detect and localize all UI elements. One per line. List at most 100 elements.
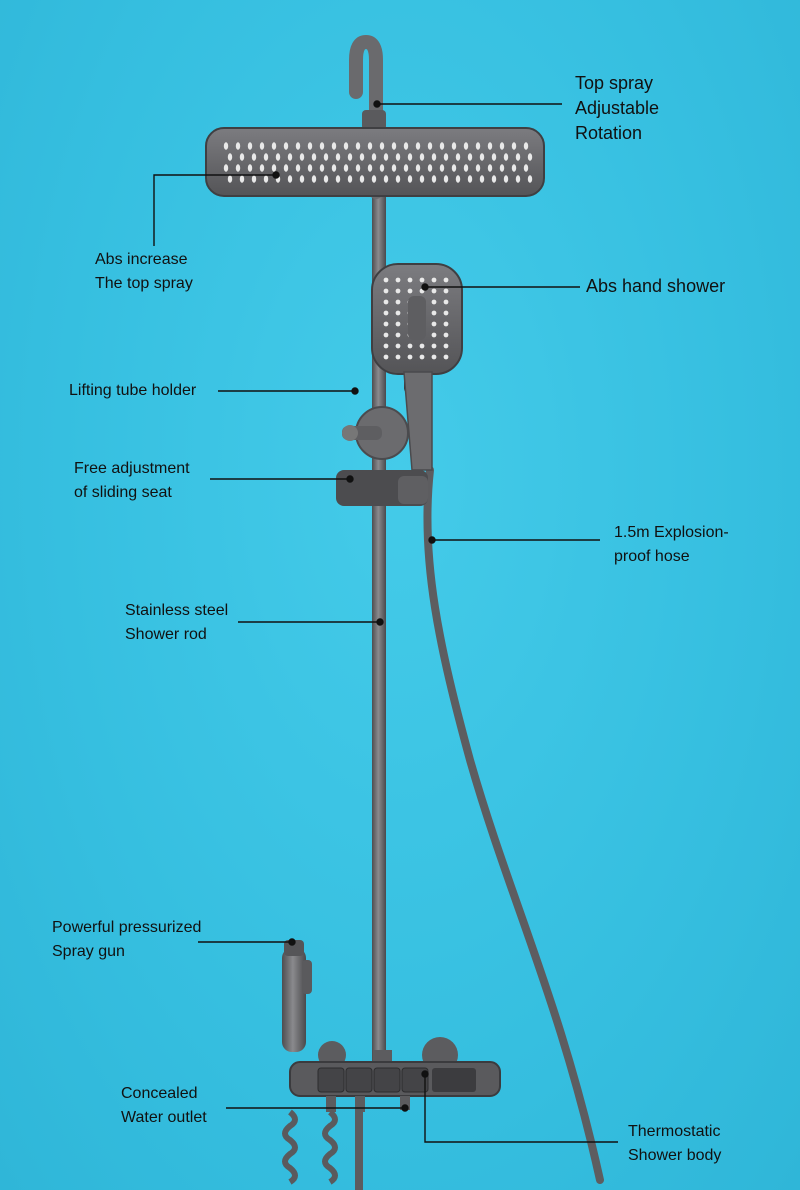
nozzle-dot — [463, 142, 469, 150]
nozzle-dot — [443, 288, 449, 294]
nozzle-dot — [343, 164, 349, 172]
nozzle-dot — [223, 142, 229, 150]
nozzle-dot — [331, 142, 337, 150]
nozzle-dot — [283, 142, 289, 150]
nozzle-dot — [359, 175, 365, 183]
hose — [423, 466, 604, 1184]
nozzle-dot — [383, 153, 389, 161]
nozzle-dot — [323, 175, 329, 183]
nozzle-dot — [451, 164, 457, 172]
nozzle-dot — [407, 175, 413, 183]
nozzle-dot — [383, 343, 389, 349]
outlet-2 — [355, 1096, 365, 1112]
nozzle-dot — [419, 175, 425, 183]
nozzle-dot — [227, 153, 233, 161]
nozzle-dot — [347, 153, 353, 161]
sliding-seat-clip — [398, 476, 428, 504]
label-lifting-tube-holder: Lifting tube holder — [69, 382, 197, 399]
nozzle-dot — [415, 164, 421, 172]
nozzle-dot — [427, 164, 433, 172]
label-spray-gun: Powerful pressurized Spray gun — [52, 919, 202, 960]
hand-shower-handle — [403, 371, 433, 471]
nozzle-dot — [395, 288, 401, 294]
nozzle-dot — [491, 153, 497, 161]
outlet-3 — [400, 1096, 410, 1110]
nozzle-dot — [395, 310, 401, 316]
nozzle-dot — [335, 153, 341, 161]
display-panel — [432, 1068, 476, 1092]
control-button-3 — [373, 1067, 401, 1093]
nozzle-dot — [383, 310, 389, 316]
nozzle-dot — [271, 164, 277, 172]
nozzle-dot — [395, 343, 401, 349]
nozzle-dot — [307, 164, 313, 172]
nozzle-dot — [487, 142, 493, 150]
spray-gun-body — [282, 948, 306, 1052]
nozzle-dot — [443, 332, 449, 338]
nozzle-dot — [431, 343, 437, 349]
spray-gun-trigger — [302, 960, 312, 994]
nozzle-dot — [263, 153, 269, 161]
label-thermostatic-body: Thermostatic Shower body — [628, 1123, 722, 1164]
nozzle-dot — [407, 343, 413, 349]
label-explosion-hose: 1.5m Explosion- proof hose — [614, 524, 729, 565]
nozzle-dot — [419, 153, 425, 161]
nozzle-dot — [347, 175, 353, 183]
nozzle-dot — [431, 299, 437, 305]
nozzle-dot — [455, 175, 461, 183]
nozzle-dot — [523, 142, 529, 150]
nozzle-dot — [431, 175, 437, 183]
nozzle-dot — [235, 164, 241, 172]
nozzle-dot — [415, 142, 421, 150]
nozzle-dot — [395, 277, 401, 283]
nozzle-dot — [395, 299, 401, 305]
nozzle-dot — [527, 175, 533, 183]
coiled-hose-left — [282, 1109, 298, 1185]
nozzle-dot — [443, 354, 449, 360]
nozzle-dot — [427, 142, 433, 150]
nozzle-dot — [499, 142, 505, 150]
nozzle-dot — [383, 321, 389, 327]
nozzle-dot — [251, 153, 257, 161]
nozzle-dot — [443, 153, 449, 161]
nozzle-dot — [463, 164, 469, 172]
nozzle-dot — [431, 277, 437, 283]
nozzle-dot — [379, 164, 385, 172]
coiled-hose-right — [322, 1109, 338, 1185]
nozzle-dot — [295, 164, 301, 172]
nozzle-dot — [395, 332, 401, 338]
nozzle-dot — [431, 354, 437, 360]
nozzle-dot — [431, 288, 437, 294]
nozzle-dot — [403, 142, 409, 150]
label-abs-increase: Abs increase The top spray — [95, 251, 193, 292]
nozzle-dot — [335, 175, 341, 183]
nozzle-dot — [383, 299, 389, 305]
nozzle-dot — [235, 142, 241, 150]
nozzle-dot — [467, 153, 473, 161]
nozzle-dot — [431, 321, 437, 327]
control-button-1 — [317, 1067, 345, 1093]
nozzle-dot — [271, 142, 277, 150]
nozzle-dot — [311, 175, 317, 183]
label-concealed-outlet: Concealed Water outlet — [121, 1085, 207, 1126]
outlet-1 — [326, 1096, 336, 1112]
nozzle-dot — [343, 142, 349, 150]
nozzle-dot — [383, 354, 389, 360]
nozzle-dot — [383, 175, 389, 183]
nozzle-dot — [247, 142, 253, 150]
nozzle-dot — [443, 321, 449, 327]
nozzle-dot — [391, 164, 397, 172]
top-arm — [349, 34, 383, 199]
nozzle-dot — [407, 288, 413, 294]
nozzle-dot — [503, 175, 509, 183]
nozzle-dot — [419, 277, 425, 283]
nozzle-dot — [223, 164, 229, 172]
outlet-pipe — [355, 1112, 363, 1190]
nozzle-dot — [515, 153, 521, 161]
nozzle-dot — [287, 153, 293, 161]
nozzle-dot — [407, 277, 413, 283]
nozzle-dot — [443, 277, 449, 283]
nozzle-dot — [395, 321, 401, 327]
nozzle-dot — [367, 164, 373, 172]
